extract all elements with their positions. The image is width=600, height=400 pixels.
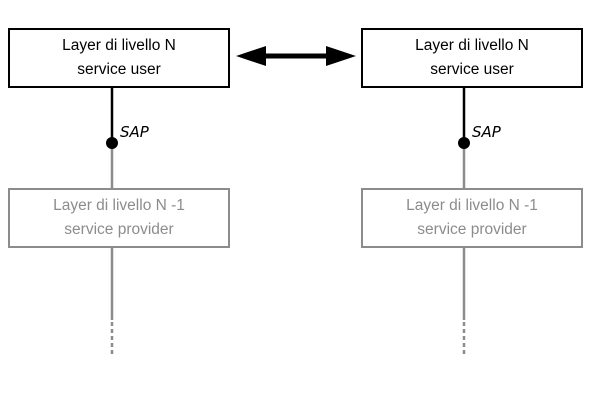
peer-communication-arrow (236, 46, 356, 66)
right-provider-line2: service provider (417, 221, 527, 238)
left-service-provider-box: Layer di livello N -1 service provider (8, 188, 230, 248)
right-sap-dot (458, 137, 470, 149)
left-sap-label: SAP (120, 123, 149, 141)
right-service-provider-box: Layer di livello N -1 service provider (361, 188, 583, 248)
left-provider-line1: Layer di livello N -1 (53, 197, 185, 214)
right-user-line2: service user (430, 61, 514, 78)
right-service-user-box: Layer di livello N service user (361, 28, 583, 88)
left-provider-line2: service provider (64, 221, 174, 238)
right-sap-label: SAP (472, 123, 501, 141)
right-user-line1: Layer di livello N (415, 37, 529, 54)
right-provider-line1: Layer di livello N -1 (406, 197, 538, 214)
left-user-line2: service user (77, 61, 161, 78)
left-service-user-box: Layer di livello N service user (8, 28, 230, 88)
left-user-line1: Layer di livello N (62, 37, 176, 54)
left-sap-dot (106, 137, 118, 149)
